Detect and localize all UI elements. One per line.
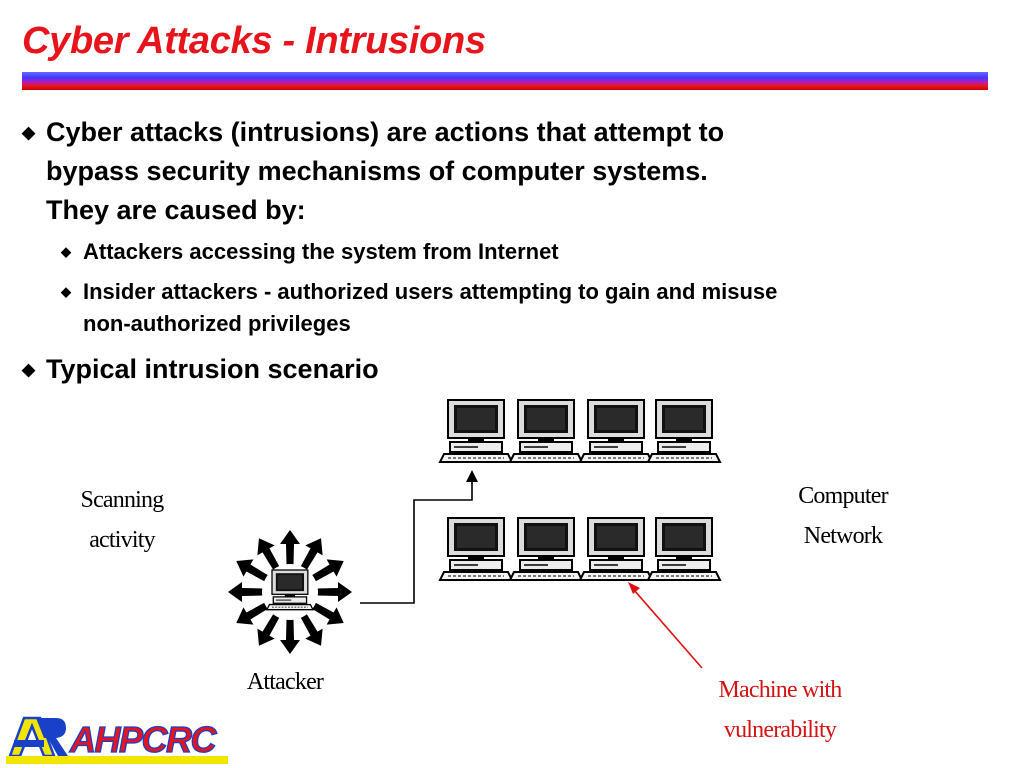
arrow-head-icon xyxy=(628,582,640,594)
bullet-typical-scenario: ◆ Typical intrusion scenario xyxy=(22,350,379,389)
sub-bullet-text: Insider attackers - authorized users att… xyxy=(83,279,778,304)
sub-bullet-text: Attackers accessing the system from Inte… xyxy=(83,239,559,264)
scanning-connector-line xyxy=(360,480,473,604)
logo-text: AHPCRC xyxy=(69,719,218,760)
diamond-bullet-icon: ◆ xyxy=(22,360,36,379)
sub-bullet-insider: ◆ Insider attackers - authorized users a… xyxy=(61,276,778,340)
sub-bullet-text: non-authorized privileges xyxy=(83,311,351,336)
computer-icon xyxy=(647,399,721,463)
attacker-burst-icon xyxy=(228,530,352,654)
diamond-bullet-icon: ◆ xyxy=(61,284,71,299)
machine-vulnerability-label: Machine with vulnerability xyxy=(718,677,842,743)
computer-icon xyxy=(647,517,721,581)
sub-bullet-internet: ◆ Attackers accessing the system from In… xyxy=(61,236,559,268)
diamond-bullet-icon: ◆ xyxy=(22,123,36,142)
bullet-text-line: bypass security mechanisms of computer s… xyxy=(46,156,708,186)
vulnerable-computer-icon xyxy=(579,517,653,581)
diamond-bullet-icon: ◆ xyxy=(61,244,71,259)
computer-icon xyxy=(439,517,513,581)
title-underline-bar xyxy=(22,72,988,90)
ahpcrc-logo: AHPCRC xyxy=(6,716,228,764)
bullet-text-line: They are caused by: xyxy=(46,195,306,225)
attacker-label: Attacker xyxy=(246,669,324,695)
computer-network-label: Computer Network xyxy=(798,483,888,549)
bullet-cyber-attacks: ◆ Cyber attacks (intrusions) are actions… xyxy=(22,113,725,230)
computer-icon xyxy=(509,399,583,463)
computer-icon xyxy=(579,399,653,463)
computer-icon xyxy=(439,399,513,463)
slide-title: Cyber Attacks - Intrusions xyxy=(22,20,486,62)
bullet-text-line: Typical intrusion scenario xyxy=(46,354,379,384)
arrow-head-icon xyxy=(466,470,478,482)
computer-icon xyxy=(509,517,583,581)
scanning-activity-label: Scanning activity xyxy=(80,487,165,553)
vulnerability-pointer-line xyxy=(633,589,703,669)
bullet-text-line: Cyber attacks (intrusions) are actions t… xyxy=(46,117,725,147)
